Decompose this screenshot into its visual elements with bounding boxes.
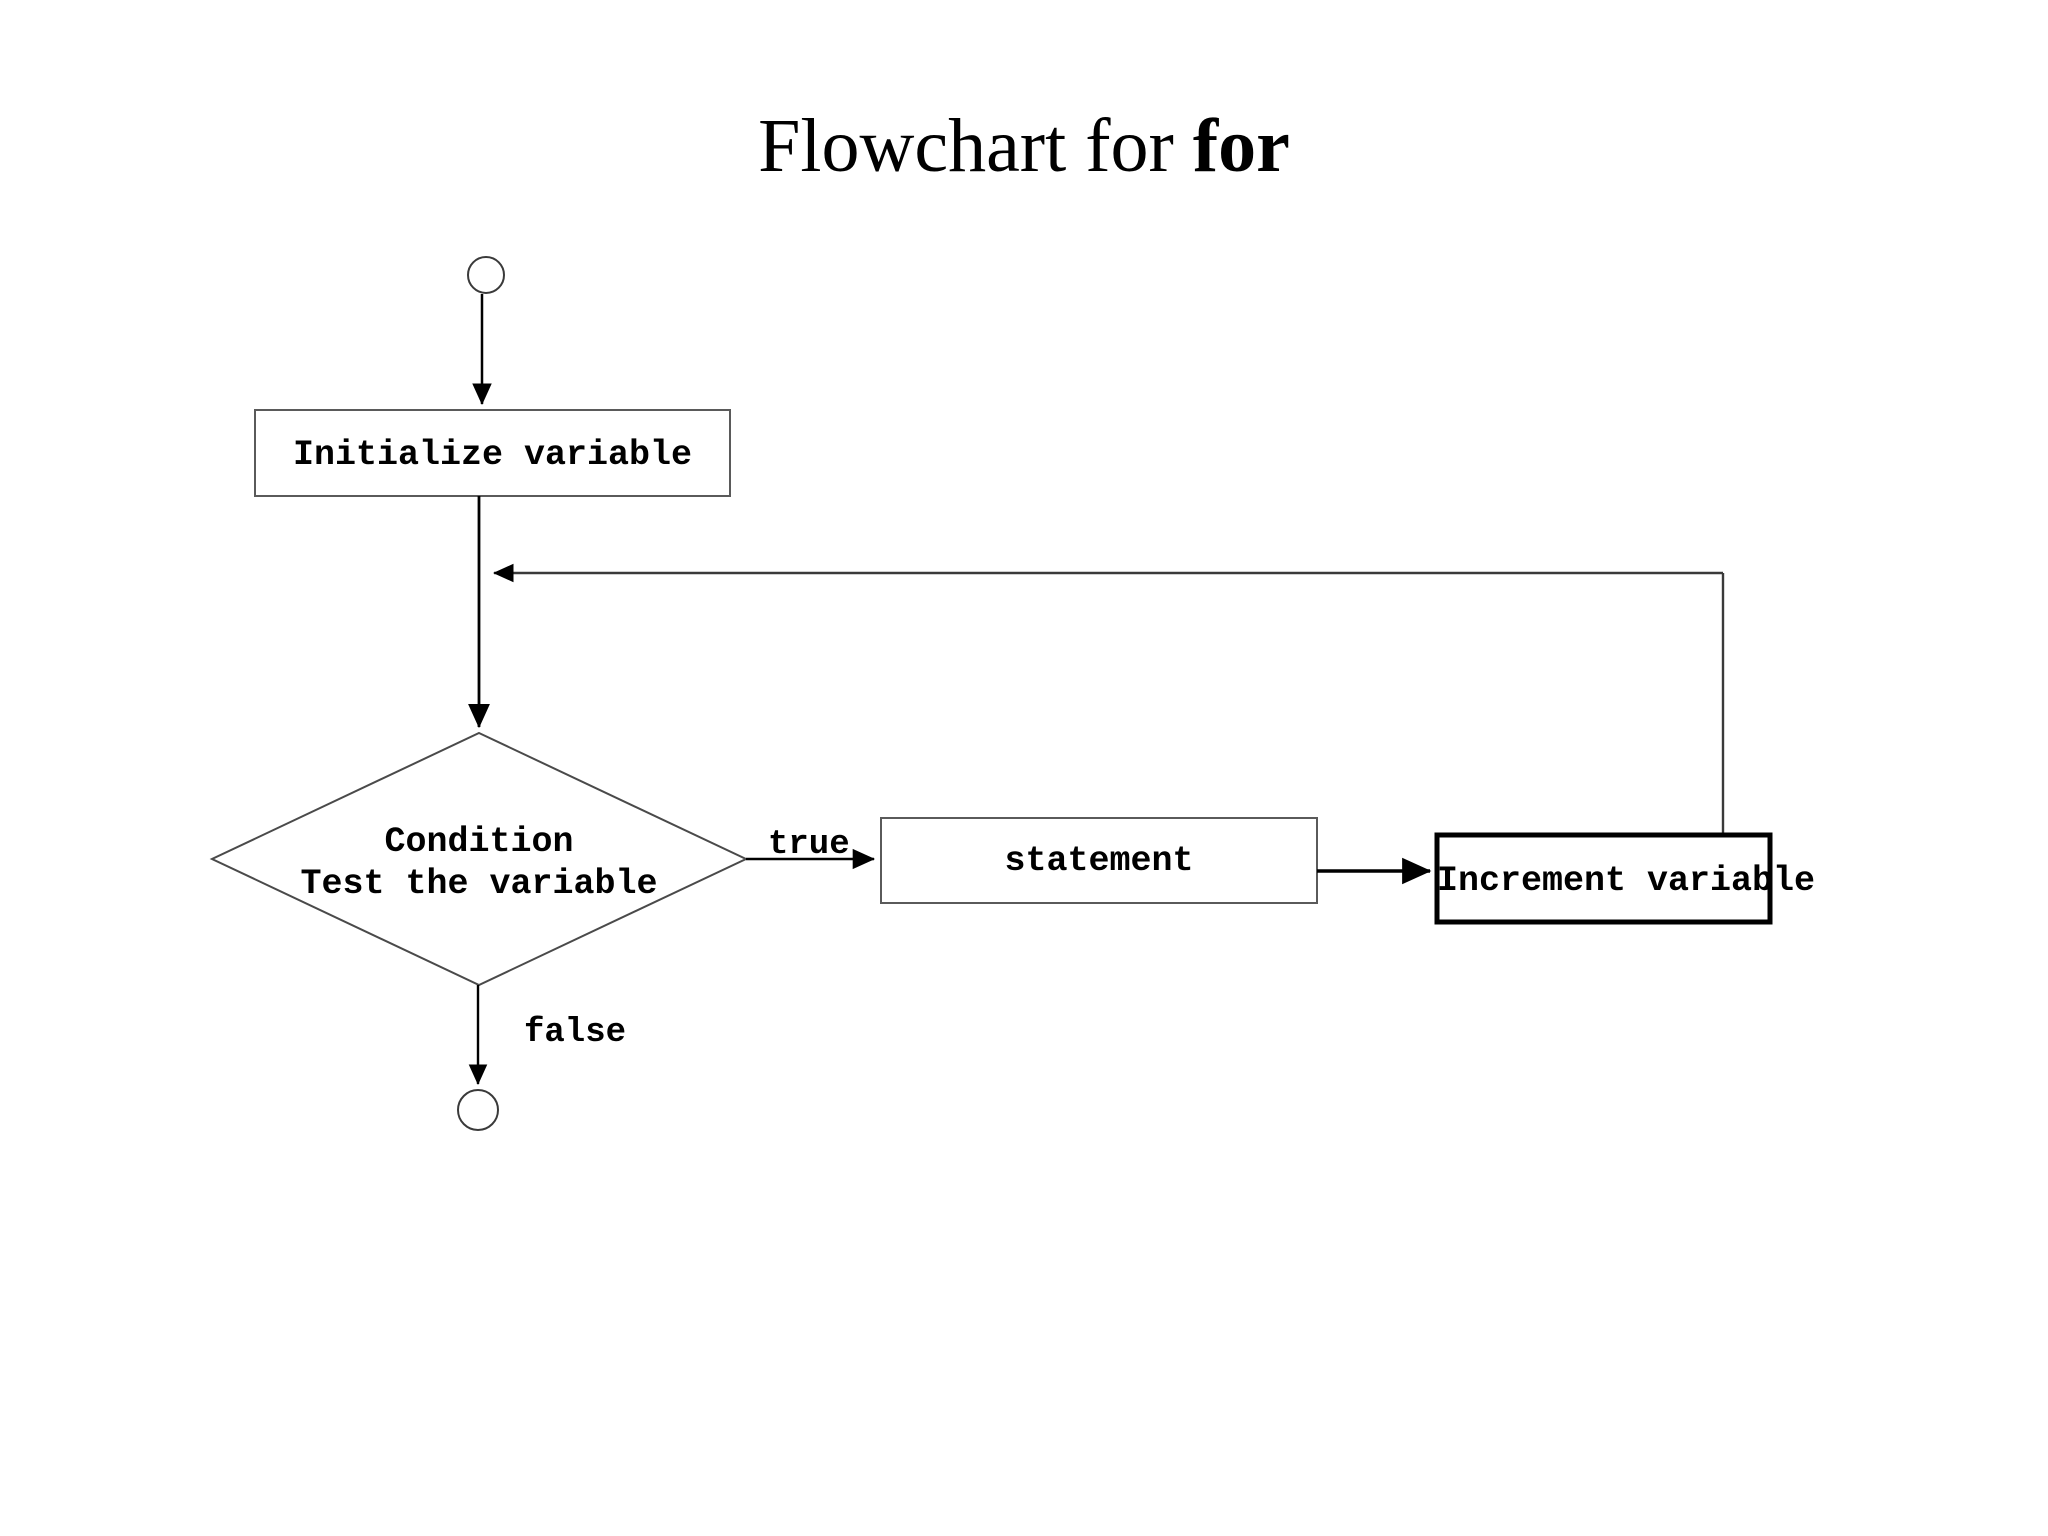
start-node[interactable]: [468, 257, 504, 293]
page-title-prefix: Flowchart for: [758, 104, 1193, 188]
condition-label-line1: Condition: [384, 822, 574, 862]
increment-variable-box: [1434, 832, 1773, 925]
end-node-circle: [457, 1089, 499, 1131]
statement-box: [880, 817, 1318, 904]
initialize-variable-box: [254, 409, 731, 497]
increment-variable-label: Increment variable: [1437, 861, 1816, 901]
statement-label: statement: [1004, 841, 1194, 881]
statement-node[interactable]: [881, 818, 1317, 903]
condition-label-line2: Test the variable: [300, 864, 658, 904]
start-node-circle: [467, 256, 505, 294]
true-branch-label: true: [768, 826, 850, 864]
false-branch-label: false: [524, 1014, 627, 1052]
initialize-variable-label: Initialize variable: [292, 435, 693, 475]
page-title: Flowchart for for: [0, 108, 2048, 184]
condition-node[interactable]: [212, 733, 746, 985]
increment-variable-node[interactable]: [1437, 835, 1770, 922]
end-node[interactable]: [458, 1090, 498, 1130]
initialize-variable-node[interactable]: [255, 410, 730, 496]
page-title-keyword: for: [1192, 104, 1290, 188]
